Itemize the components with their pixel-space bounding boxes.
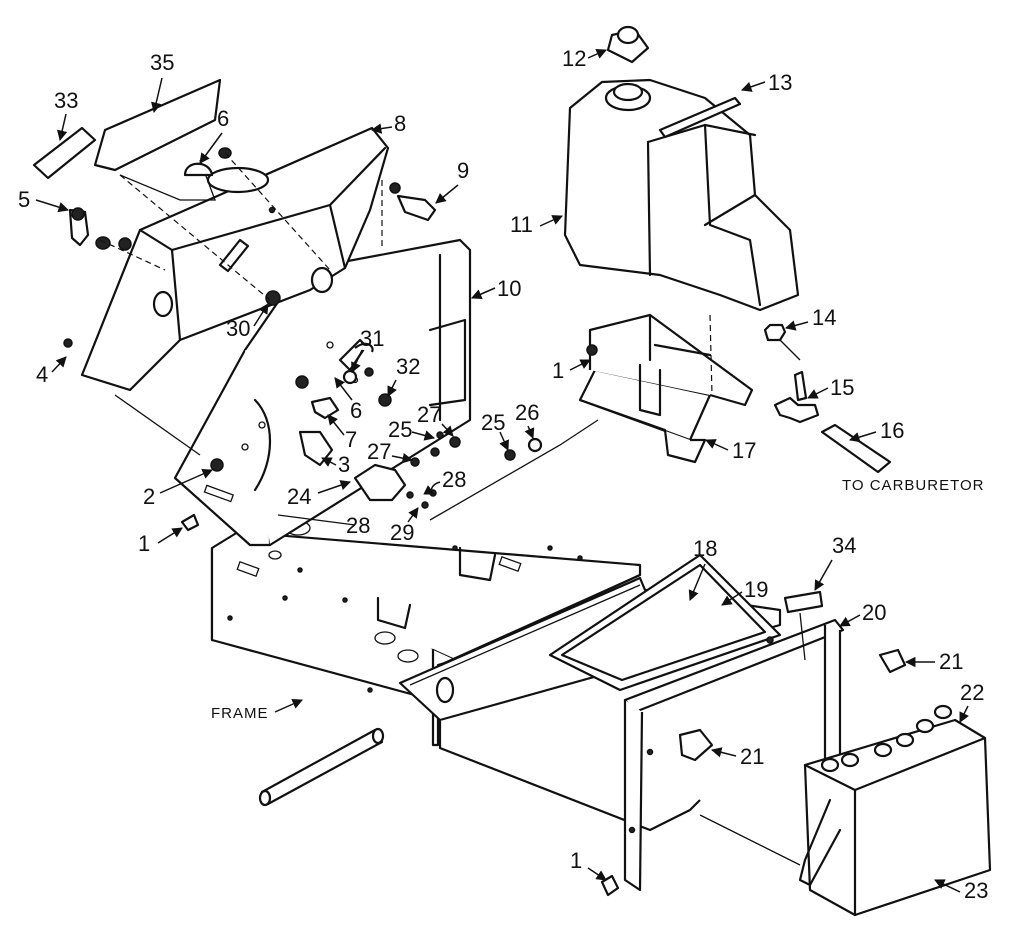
callout-2: 2: [143, 484, 155, 509]
grommet-6-top: [183, 162, 214, 177]
callout-25: 25: [481, 410, 505, 435]
callout-28: 28: [346, 513, 370, 538]
hood-shroud: [80, 126, 390, 392]
callout-8: 8: [394, 111, 406, 136]
callout-11: 11: [510, 212, 533, 237]
callout-14: 14: [812, 305, 836, 330]
callout-30: 30: [226, 316, 250, 341]
callout-18: 18: [693, 536, 717, 561]
callout-16: 16: [880, 418, 904, 443]
hood-hardware: [63, 147, 232, 348]
callout-29: 29: [390, 520, 414, 545]
callout-21: 21: [939, 649, 963, 674]
assembly-lines: [99, 152, 806, 866]
decal-35: [93, 78, 222, 172]
callout-31: 31: [360, 326, 384, 351]
callout-1: 1: [570, 848, 582, 873]
fuel-line: [763, 323, 892, 474]
callout-7: 7: [345, 427, 357, 452]
decal-33: [32, 126, 97, 180]
callout-26: 26: [515, 400, 539, 425]
callout-35: 35: [150, 50, 174, 75]
callout-9: 9: [457, 158, 469, 183]
note-to-carburetor: TO CARBURETOR: [842, 477, 984, 494]
callout-5: 5: [18, 187, 30, 212]
callout-28: 28: [442, 467, 466, 492]
callout-22: 22: [960, 680, 984, 705]
callout-13: 13: [768, 70, 792, 95]
callout-20: 20: [862, 600, 886, 625]
callout-19: 19: [744, 577, 768, 602]
callout-3: 3: [338, 452, 350, 477]
tank-support: [578, 313, 754, 464]
callout-32: 32: [396, 354, 420, 379]
callout-4: 4: [36, 362, 48, 387]
battery-bracket: [600, 590, 907, 897]
callout-1: 1: [552, 358, 564, 383]
fuel-tank: [563, 25, 800, 312]
callout-33: 33: [54, 88, 78, 113]
callout-34: 34: [832, 533, 856, 558]
callout-15: 15: [830, 375, 854, 400]
battery-tray: [548, 553, 782, 704]
callout-27: 27: [367, 439, 391, 464]
callouts: 1 1 1 2 3 4 5 6 6 7 8 9 10: [18, 46, 988, 903]
callout-21: 21: [740, 744, 764, 769]
callout-1: 1: [138, 531, 150, 556]
callout-10: 10: [497, 276, 521, 301]
callout-27: 27: [417, 402, 441, 427]
callout-6: 6: [350, 398, 362, 423]
dash-panel: [173, 238, 472, 547]
callout-25: 25: [388, 417, 412, 442]
callout-6: 6: [217, 106, 229, 131]
callout-23: 23: [964, 878, 988, 903]
callout-12: 12: [562, 46, 586, 71]
callout-24: 24: [287, 484, 311, 509]
battery: [798, 704, 992, 917]
note-frame: FRAME: [211, 705, 269, 722]
callout-17: 17: [732, 438, 756, 463]
